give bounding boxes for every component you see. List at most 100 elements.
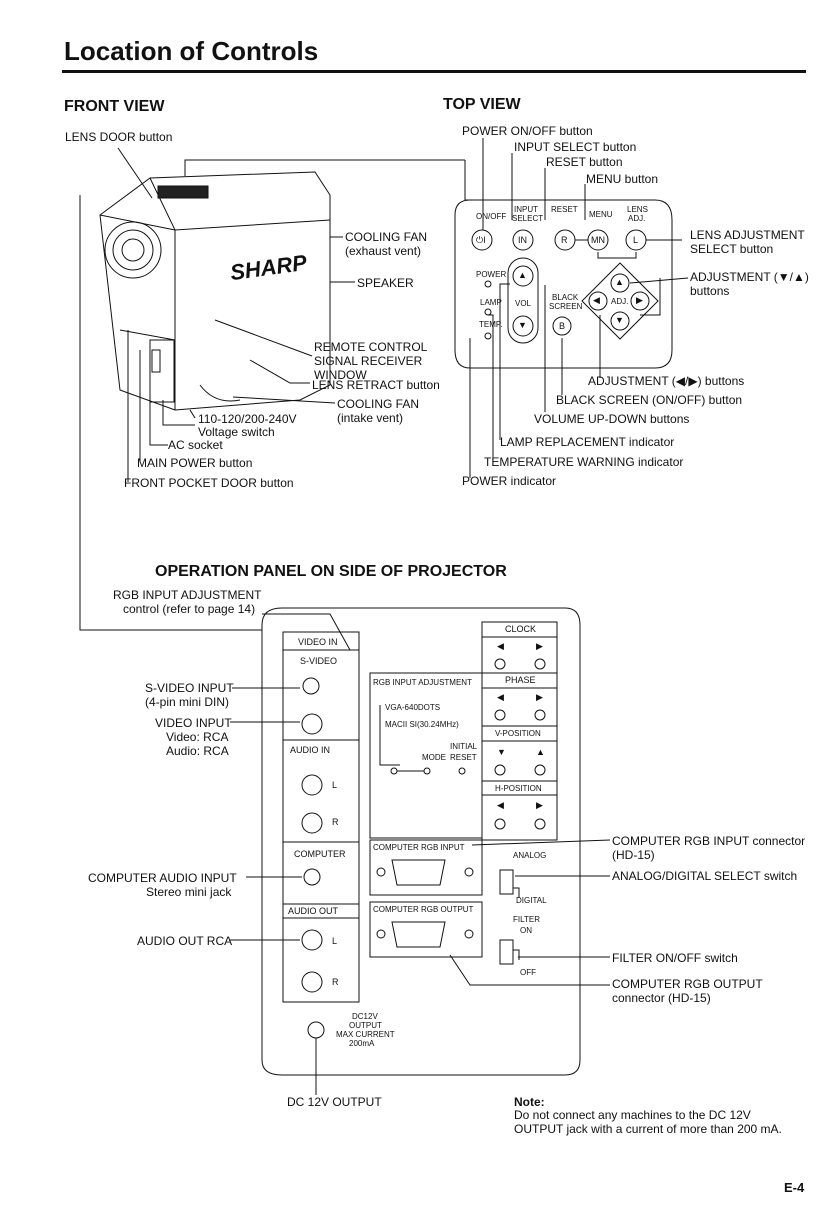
vpos-up-icon[interactable]: ▲ — [536, 747, 545, 757]
voltage-label-2: Voltage switch — [198, 425, 275, 439]
vga-label: VGA-640DOTS — [385, 703, 441, 712]
remote-label-2: SIGNAL RECEIVER — [314, 354, 423, 368]
input-select-button[interactable]: IN — [518, 235, 527, 245]
rgb-input-label-1: COMPUTER RGB INPUT connector — [612, 834, 806, 848]
adjust-down-icon[interactable]: ▼ — [615, 315, 624, 325]
menu-button[interactable]: MN — [591, 235, 605, 245]
power-indicator-label: POWER indicator — [462, 474, 557, 488]
lens-retract-label: LENS RETRACT button — [312, 378, 440, 392]
hposition-header: H-POSITION — [495, 784, 542, 793]
analog-digital-label: ANALOG/DIGITAL SELECT switch — [612, 869, 798, 883]
initial-label: INITIAL — [450, 742, 478, 751]
filter-label: FILTER ON/OFF switch — [612, 951, 738, 965]
page-title: Location of Controls — [64, 36, 319, 66]
adjustment-updown-label-1: ADJUSTMENT (▼/▲) — [690, 270, 809, 284]
adjustment-updown-label-2: buttons — [690, 284, 730, 298]
video-in-header: VIDEO IN — [298, 637, 338, 647]
adjustment-lr-label: ADJUSTMENT (◀/▶) buttons — [588, 374, 745, 388]
menu-label: MENU button — [586, 172, 659, 186]
vpos-down-icon[interactable]: ▼ — [497, 747, 506, 757]
dc-output-caption: DC 12V OUTPUT — [287, 1095, 382, 1109]
adjust-right-icon[interactable]: ▶ — [636, 295, 643, 305]
rgb-adjust-header: RGB INPUT ADJUSTMENT — [373, 678, 472, 687]
svideo-label-1: S-VIDEO INPUT — [145, 681, 234, 695]
computer-label: COMPUTER — [294, 849, 346, 859]
panel-black: BLACK — [552, 293, 579, 302]
main-power-label: MAIN POWER button — [137, 456, 253, 470]
note-label: Note: — [514, 1095, 545, 1109]
page-number: E-4 — [784, 1180, 805, 1195]
input-select-label: INPUT SELECT button — [514, 140, 637, 154]
rgb-adjust-label-2: control (refer to page 14) — [123, 602, 256, 616]
computer-audio-label-1: COMPUTER AUDIO INPUT — [88, 871, 237, 885]
rgb-input-label-2: (HD-15) — [612, 848, 655, 862]
panel-adj: ADJ. — [628, 214, 646, 223]
adjust-up-icon[interactable]: ▲ — [615, 277, 624, 287]
power-onoff-label: POWER ON/OFF button — [462, 124, 593, 138]
remote-label-1: REMOTE CONTROL — [314, 340, 428, 354]
video-label-3: Audio: RCA — [166, 744, 229, 758]
reset-small-label: RESET — [450, 753, 477, 762]
hpos-right-icon[interactable]: ▶ — [536, 800, 543, 810]
dc-label-4: 200mA — [349, 1039, 375, 1048]
analog-label: ANALOG — [513, 851, 547, 860]
volume-label: VOLUME UP-DOWN buttons — [534, 412, 690, 426]
video-label-2: Video: RCA — [166, 730, 229, 744]
lamp-label: LAMP REPLACEMENT indicator — [500, 435, 675, 449]
adjust-left-icon[interactable]: ◀ — [593, 295, 600, 305]
audio-r-label: R — [332, 817, 339, 827]
dc-label-3: MAX CURRENT — [336, 1030, 395, 1039]
clock-left-icon[interactable]: ◀ — [497, 641, 504, 651]
panel-menu: MENU — [589, 210, 613, 219]
note-line-1: Do not connect any machines to the DC 12… — [514, 1108, 751, 1122]
filter-on-label: ON — [520, 926, 532, 935]
lens-door-label: LENS DOOR button — [65, 130, 173, 144]
panel-adj-center: ADJ. — [611, 297, 629, 306]
audio-in-header: AUDIO IN — [290, 745, 331, 755]
remote-label-3: WINDOW — [314, 368, 367, 382]
panel-power: POWER — [476, 270, 507, 279]
temp-label: TEMPERATURE WARNING indicator — [484, 455, 684, 469]
speaker-label: SPEAKER — [357, 276, 414, 290]
front-pocket-label: FRONT POCKET DOOR button — [124, 476, 294, 490]
hpos-left-icon[interactable]: ◀ — [497, 800, 504, 810]
rgb-output-label-1: COMPUTER RGB OUTPUT — [612, 977, 763, 991]
phase-right-icon[interactable]: ▶ — [536, 692, 543, 702]
black-screen-button[interactable]: B — [559, 321, 566, 331]
volume-up-icon[interactable]: ▲ — [518, 270, 527, 280]
cooling-fan-exhaust-label: COOLING FAN — [345, 230, 428, 244]
voltage-label-1: 110-120/200-240V — [198, 412, 297, 426]
reset-button[interactable]: R — [561, 235, 568, 245]
onoff-button[interactable]: ⏻I — [476, 235, 486, 245]
rgb-output-label-2: connector (HD-15) — [612, 991, 711, 1005]
rgb-output-header: COMPUTER RGB OUTPUT — [373, 905, 474, 914]
operation-panel-heading: OPERATION PANEL ON SIDE OF PROJECTOR — [155, 563, 507, 580]
dc-label-2: OUTPUT — [349, 1021, 382, 1030]
clock-header: CLOCK — [505, 624, 537, 634]
volume-down-icon[interactable]: ▼ — [518, 320, 527, 330]
title-rule — [62, 70, 806, 73]
computer-audio-label-2: Stereo mini jack — [146, 885, 232, 899]
video-label-1: VIDEO INPUT — [155, 716, 232, 730]
top-view-heading: TOP VIEW — [443, 96, 521, 113]
dc-label-1: DC12V — [352, 1012, 378, 1021]
filter-header: FILTER — [513, 915, 540, 924]
filter-off-label: OFF — [520, 968, 536, 977]
lens-select-button[interactable]: L — [633, 235, 639, 245]
s-video-label: S-VIDEO — [300, 656, 338, 666]
reset-label: RESET button — [546, 155, 623, 169]
phase-header: PHASE — [505, 675, 536, 685]
lens-adjustment-label-1: LENS ADJUSTMENT — [690, 228, 805, 242]
exhaust-vent-label: (exhaust vent) — [345, 244, 422, 258]
clock-right-icon[interactable]: ▶ — [536, 641, 543, 651]
cooling-fan-intake-label: COOLING FAN — [337, 397, 420, 411]
rgb-input-header: COMPUTER RGB INPUT — [373, 843, 465, 852]
intake-vent-label: (intake vent) — [337, 411, 404, 425]
lens-adjustment-label-2: SELECT button — [690, 242, 774, 256]
panel-vol: VOL — [515, 299, 532, 308]
audio-l-label: L — [332, 780, 338, 790]
phase-left-icon[interactable]: ◀ — [497, 692, 504, 702]
vposition-header: V-POSITION — [495, 729, 541, 738]
note-line-2: OUTPUT jack with a current of more than … — [514, 1122, 782, 1136]
